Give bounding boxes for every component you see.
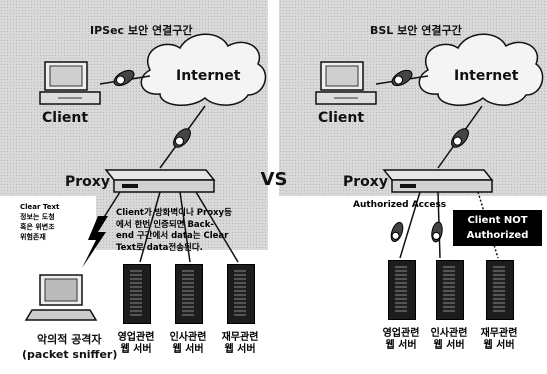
vs-label: VS [260,169,288,190]
computer-icon [315,61,377,105]
bsl-title: BSL 보안 연결구간 [370,24,462,37]
proxy-note: Client가 방화벽이나 Proxy등 에서 한번 인증되면 Back- en… [116,208,232,253]
proxy-label: Proxy [343,174,388,190]
server-icon [486,260,514,320]
server-label: 영업관련 웹 서버 [114,332,158,356]
server-label: 재무관련 웹 서버 [477,328,521,352]
server-name: 재무관련 [480,328,518,339]
tunnel-icon [173,128,191,148]
computer-icon [39,61,101,105]
tunnel-icon [390,221,404,243]
authorized-label: Authorized Access [353,200,447,210]
server-label: 인사관련 웹 서버 [166,332,210,356]
server-type: 웹 서버 [224,344,256,355]
server-type: 웹 서버 [433,340,465,351]
server-icon [175,264,203,324]
client-label: Client [42,110,89,126]
server-label: 인사관련 웹 서버 [427,328,471,352]
tunnel-icon [451,128,469,148]
ipsec-title: IPSec 보안 연결구간 [90,24,193,37]
not-authorized-badge: Client NOT Authorized [453,210,542,246]
sniffer-label: (packet sniffer) [22,348,118,361]
server-name: 영업관련 [382,328,420,339]
cleartext-note: Clear Text 정보는 도청 혹은 위변조 위험존재 [20,203,60,241]
server-name: 인사관련 [169,332,207,343]
server-label: 재무관련 웹 서버 [218,332,262,356]
server-type: 웹 서버 [120,344,152,355]
client-label: Client [318,110,365,126]
server-icon [388,260,416,320]
server-type: 웹 서버 [483,340,515,351]
server-name: 인사관련 [430,328,468,339]
internet-cloud [140,33,267,106]
attacker-label: 악의적 공격자 [37,333,102,346]
server-icon [436,260,464,320]
server-type: 웹 서버 [385,340,417,351]
internet-label: Internet [454,68,519,84]
server-icon [123,264,151,324]
tunnel-icon [431,221,443,243]
proxy-device [382,169,494,193]
proxy-device [104,169,216,193]
tunnel-icon [391,69,413,87]
internet-label: Internet [176,68,241,84]
internet-cloud [418,33,544,106]
lightning-icon [82,216,108,268]
server-name: 영업관련 [117,332,155,343]
tunnel-icon [113,69,135,87]
server-icon [227,264,255,324]
server-name: 재무관련 [221,332,259,343]
laptop-icon [24,274,98,321]
server-label: 영업관련 웹 서버 [379,328,423,352]
server-type: 웹 서버 [172,344,204,355]
proxy-label: Proxy [65,174,110,190]
